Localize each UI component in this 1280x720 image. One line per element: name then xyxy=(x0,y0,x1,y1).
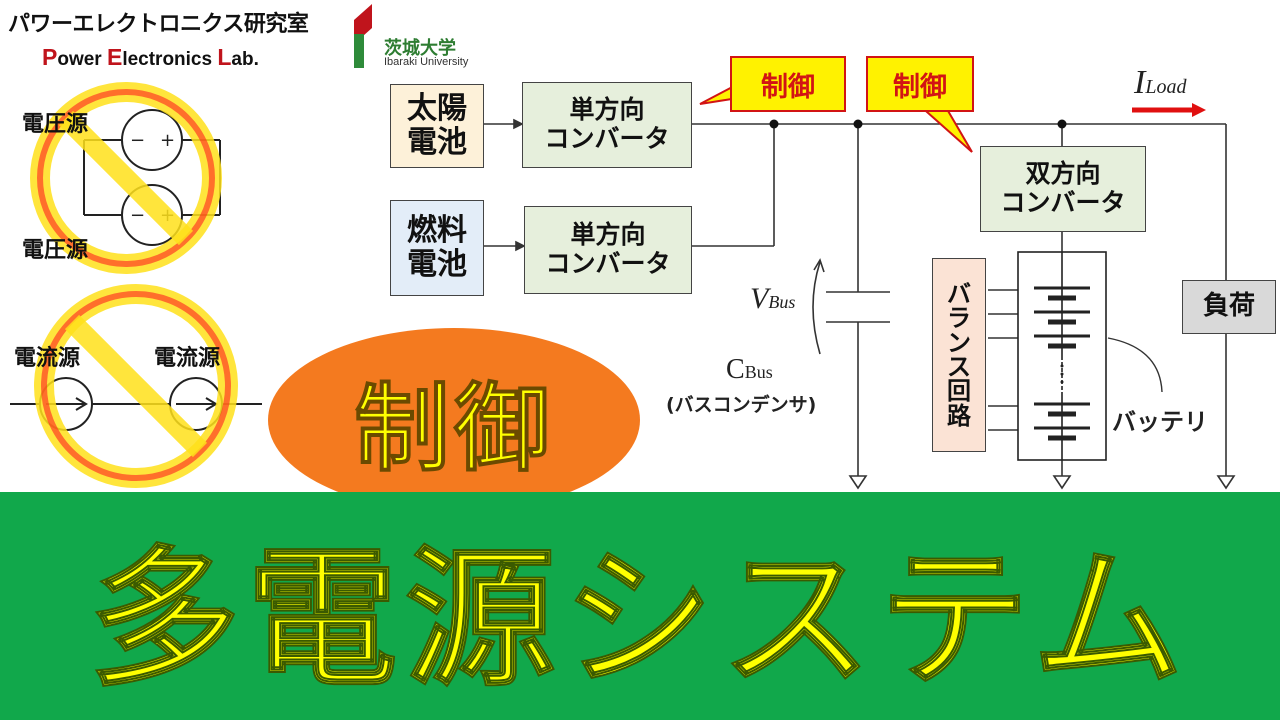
control-callout-right: 制御 xyxy=(866,56,974,112)
bus-capacitor-symbol: C xyxy=(726,354,745,385)
load-current-arrow xyxy=(1132,103,1206,117)
lab-name-en-3: ab. xyxy=(231,49,259,70)
lab-name-en-l: L xyxy=(217,44,232,70)
lab-name-en-1: ower xyxy=(57,49,107,70)
current-source-left-label: 電流源 xyxy=(14,346,81,371)
unidirectional-converter-2: 単方向 コンバータ xyxy=(524,206,692,294)
voltage-source-top-label: 電圧源 xyxy=(22,112,89,137)
control-emphasis-oval: 制御 xyxy=(268,328,640,512)
bus-voltage-label: VBus xyxy=(750,282,795,316)
control-callout-left: 制御 xyxy=(730,56,846,112)
vbus-arrow xyxy=(812,258,825,355)
university-name-en: Ibaraki University xyxy=(384,56,469,68)
lab-name-en-e: E xyxy=(106,44,123,70)
control-emphasis-text: 制御 xyxy=(354,372,554,485)
ground-symbols xyxy=(848,475,1236,490)
minus-sign: − xyxy=(130,130,145,151)
title-banner xyxy=(0,492,1280,720)
bus-capacitor-subscript: Bus xyxy=(744,362,773,382)
voltage-source-bottom-label: 電圧源 xyxy=(22,238,89,263)
bus-capacitor-description: (バスコンデンサ) xyxy=(666,394,817,416)
bus-voltage-symbol: V xyxy=(750,282,769,315)
battery-ellipsis xyxy=(1060,364,1064,384)
bus-voltage-subscript: Bus xyxy=(768,292,796,312)
load-current-label: ILoad xyxy=(1134,64,1186,102)
prohibit-sign-current xyxy=(34,284,238,488)
balance-circuit-block: バ ラ ン ス 回 路 xyxy=(932,258,986,452)
lab-name-en: Power Electronics Lab. xyxy=(42,44,259,71)
load-current-symbol: I xyxy=(1134,64,1146,101)
bidirectional-converter: 双方向 コンバータ xyxy=(980,146,1146,232)
battery-leader-line xyxy=(1107,337,1163,393)
battery-label: バッテリ xyxy=(1112,408,1208,436)
battery-cells xyxy=(1017,251,1107,461)
bus-capacitor-label: CBus xyxy=(726,354,773,386)
load-current-subscript: Load xyxy=(1145,76,1187,98)
junction-dots xyxy=(769,119,1067,129)
load-block: 負荷 xyxy=(1182,280,1276,334)
university-logo-mark xyxy=(354,4,372,68)
lab-name-en-p: P xyxy=(42,44,58,70)
lab-name-en-2: lectronics xyxy=(122,49,218,70)
university-name-jp: 茨城大学 xyxy=(384,38,456,59)
lab-name-jp: パワーエレクトロニクス研究室 xyxy=(8,12,309,37)
prohibit-sign-voltage xyxy=(30,82,222,274)
solar-cell-block: 太陽 電池 xyxy=(390,84,484,168)
plus-sign: + xyxy=(160,130,175,151)
current-source-right-label: 電流源 xyxy=(154,346,221,371)
minus-sign: − xyxy=(130,205,145,226)
fuel-cell-block: 燃料 電池 xyxy=(390,200,484,296)
unidirectional-converter-1: 単方向 コンバータ xyxy=(522,82,692,168)
banner-title: 多電源システム xyxy=(88,532,1191,708)
